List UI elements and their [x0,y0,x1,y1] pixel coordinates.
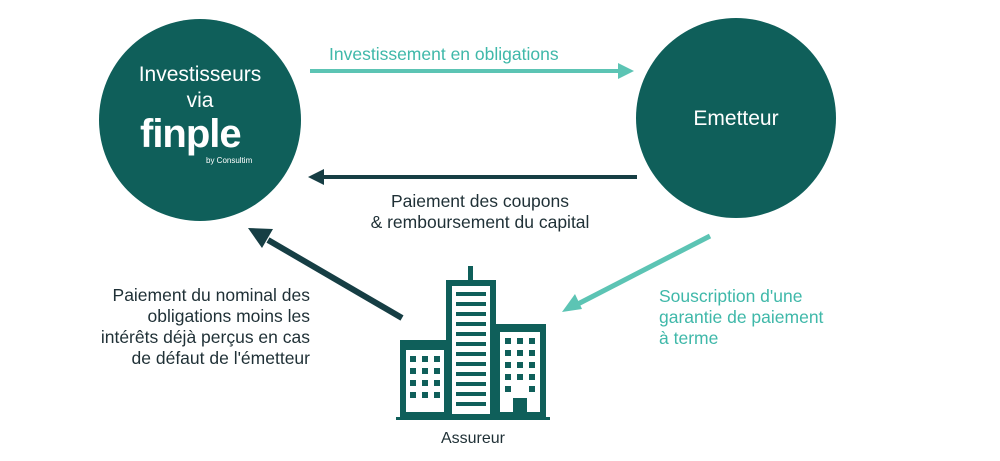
coupons-arrow [308,169,637,185]
investors-line1: Investisseurs [138,63,262,86]
insurer-label: Assureur [440,430,506,447]
default-payment-label: Paiement du nominal des obligations moin… [40,285,310,369]
coupons-line1: Paiement des coupons [390,191,570,211]
finple-logo: finple by Consultim [140,112,260,165]
guarantee-line3: à terme [659,328,719,348]
finple-logo-sub: by Consultim [206,156,253,165]
guarantee-arrow [562,233,712,312]
default-line3: intérêts déjà perçus en cas [100,327,310,347]
guarantee-line1: Souscription d'une [659,286,803,306]
default-payment-arrow [248,228,404,321]
default-line2: obligations moins les [147,306,310,326]
investment-arrow [310,63,634,79]
investors-line2: via [186,89,214,112]
issuer-circle [636,18,836,218]
coupons-line2: & remboursement du capital [370,212,590,232]
guarantee-line2: garantie de paiement [659,307,824,327]
insurer-building-icon [396,266,550,420]
default-line4: de défaut de l'émetteur [131,348,310,368]
issuer-label: Emetteur [693,107,779,130]
investors-label: Investisseurs via [99,62,301,114]
default-line1: Paiement du nominal des [112,285,310,305]
investment-label: Investissement en obligations [329,44,559,64]
finple-logo-text: finple [140,112,242,156]
coupons-label: Paiement des coupons & remboursement du … [330,191,630,233]
investors-circle [99,19,301,221]
guarantee-label: Souscription d'une garantie de paiement … [659,286,899,349]
